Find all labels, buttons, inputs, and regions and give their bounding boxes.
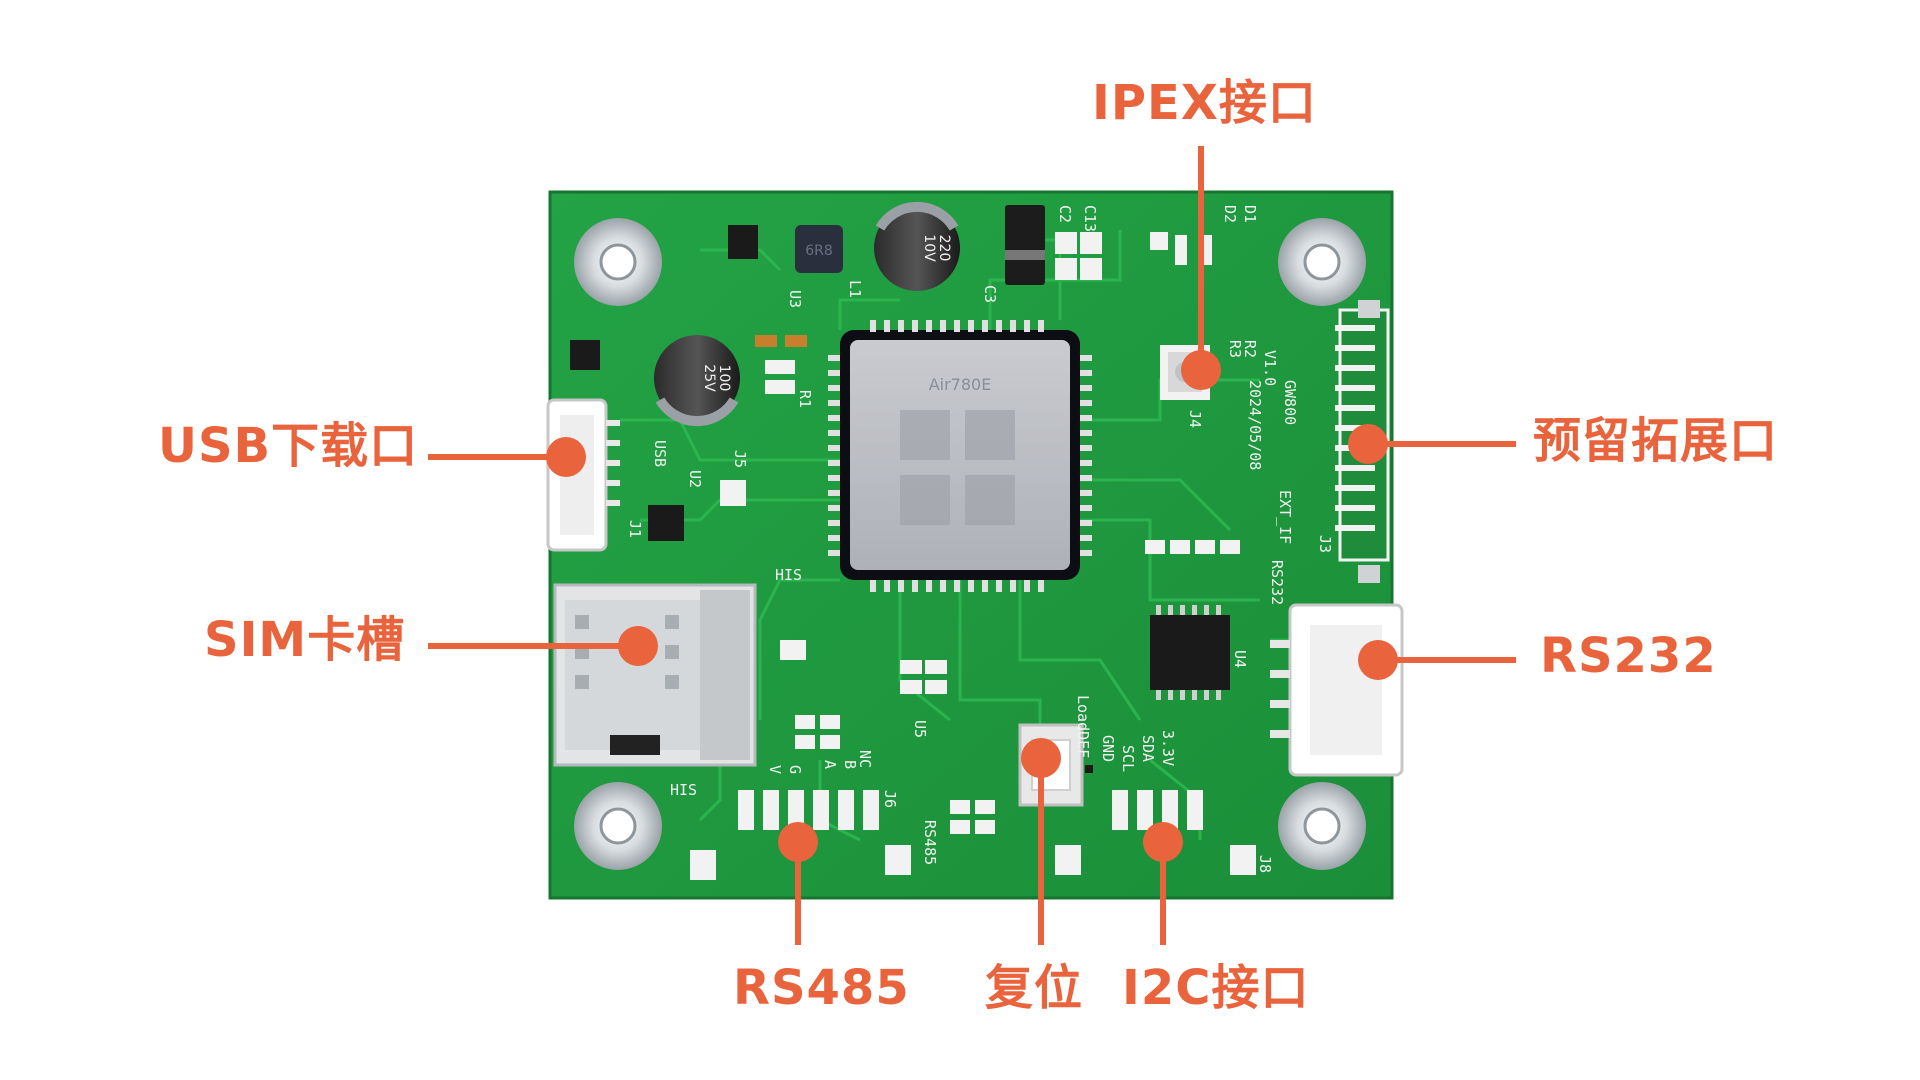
- rs232-callout-dot: [1358, 640, 1398, 680]
- silk-r2: R2: [1241, 340, 1259, 358]
- silk-j8: J8: [1256, 855, 1274, 873]
- silk-d2: D2: [1221, 205, 1239, 223]
- silk-sda: SDA: [1139, 735, 1157, 762]
- usb-callout-line: [428, 454, 564, 460]
- sim-label: SIM卡槽: [204, 612, 406, 668]
- ipex-callout-dot: [1181, 350, 1221, 390]
- cap2-line1: 100: [716, 365, 732, 392]
- silk-rs232: RS232: [1268, 560, 1286, 605]
- rs232-label: RS232: [1540, 628, 1717, 684]
- silk-date: 2024/05/08: [1246, 380, 1264, 470]
- rs232-connector: [1270, 603, 1404, 777]
- ipex-callout-line: [1198, 146, 1204, 364]
- silk-c13: C13: [1081, 205, 1099, 232]
- top-components: 6R8 220 10V 100 25V: [570, 201, 1212, 427]
- silk-loaddef: LoadDEF: [1074, 695, 1092, 758]
- rs232-chip: [1150, 605, 1230, 700]
- silk-scl: SCL: [1119, 745, 1137, 772]
- cap1-line1: 220: [936, 235, 952, 262]
- silk-j3: J3: [1316, 535, 1334, 553]
- sim-callout-dot: [618, 626, 658, 666]
- rs232-callout-line: [1378, 657, 1516, 663]
- silk-c2: C2: [1056, 205, 1074, 223]
- expansion-callout-dot: [1348, 424, 1388, 464]
- silk-g: G: [786, 765, 804, 774]
- silk-a: A: [821, 760, 839, 769]
- usb-callout-dot: [546, 437, 586, 477]
- silk-v: V: [766, 765, 784, 774]
- silk-gnd: GND: [1099, 735, 1117, 762]
- i2c-callout-dot: [1143, 822, 1183, 862]
- i2c-callout-line: [1160, 860, 1166, 945]
- pcb-traces: [620, 230, 1332, 842]
- silkscreen-text: USB U2 U3 U4 U5 J1 J3 J4 J5 J6 J8 L1 C2 …: [626, 205, 1334, 873]
- air780e-module: Air780E: [828, 320, 1092, 592]
- silk-3v3: 3.3V: [1159, 730, 1177, 766]
- rs485-callout-dot: [778, 822, 818, 862]
- usb-label: USB下载口: [158, 418, 419, 474]
- sim-slot: [553, 583, 757, 767]
- silk-u3: U3: [786, 290, 804, 308]
- ipex-label: IPEX接口: [1092, 75, 1317, 131]
- rs485-header: [738, 790, 879, 830]
- silk-c3: C3: [981, 285, 999, 303]
- passives: [690, 480, 1256, 880]
- expansion-callout-line: [1368, 441, 1516, 447]
- i2c-header: [1112, 790, 1203, 830]
- rs485-callout-line: [795, 860, 801, 945]
- reset-label: 复位: [985, 960, 1084, 1016]
- inductor-label: 6R8: [805, 243, 833, 259]
- i2c-label: I2C接口: [1122, 960, 1310, 1016]
- silk-nc: NC: [856, 750, 874, 768]
- reset-callout-dot: [1021, 738, 1061, 778]
- cap1-line2: 10V: [921, 234, 937, 262]
- cap2-line2: 25V: [701, 364, 717, 392]
- expansion-label: 预留拓展口: [1533, 413, 1779, 469]
- silk-b: B: [841, 760, 859, 769]
- mounting-holes: [574, 218, 1366, 870]
- silk-his-1: HIS: [775, 566, 802, 584]
- silk-j6: J6: [881, 790, 899, 808]
- silk-version: V1.0: [1261, 350, 1279, 386]
- reset-callout-line: [1038, 760, 1044, 945]
- silk-r3: R3: [1226, 340, 1244, 358]
- silk-d1: D1: [1241, 205, 1259, 223]
- silk-usb: USB: [651, 440, 669, 467]
- silk-rs485: RS485: [921, 820, 939, 865]
- silk-l1: L1: [846, 280, 864, 298]
- sim-callout-line: [428, 643, 638, 649]
- silk-j4: J4: [1186, 410, 1204, 428]
- module-label: Air780E: [929, 375, 992, 394]
- silk-his-2: HIS: [670, 781, 697, 799]
- silk-r1: R1: [796, 390, 814, 408]
- silk-ext-if: EXT_IF: [1276, 490, 1294, 544]
- silk-u5: U5: [911, 720, 929, 738]
- silk-j1: J1: [626, 520, 644, 538]
- small-chips: [648, 505, 1093, 773]
- silk-u4: U4: [1231, 650, 1249, 668]
- silk-board-name: GW800: [1281, 380, 1299, 425]
- silk-j5: J5: [731, 450, 749, 468]
- rs485-label: RS485: [733, 960, 910, 1016]
- silk-u2: U2: [686, 470, 704, 488]
